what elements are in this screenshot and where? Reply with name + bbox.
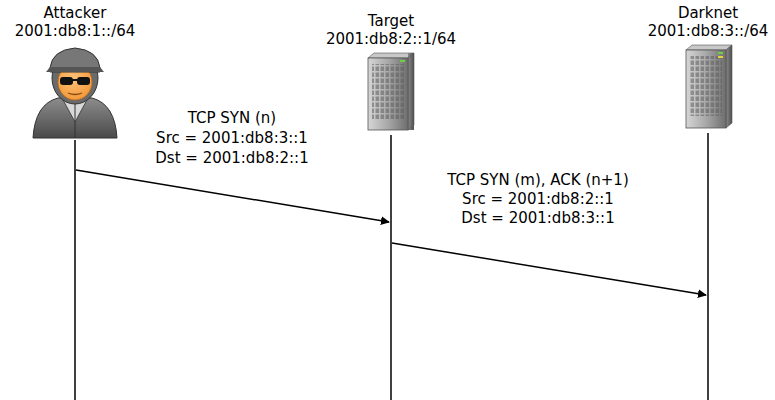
lifeline <box>74 140 76 400</box>
server-icon <box>368 53 414 130</box>
network-address: 2001:db8:3::/64 <box>648 22 769 40</box>
packet-address: Src = 2001:db8:3::1 <box>156 129 308 148</box>
actor-name: Target <box>326 12 456 30</box>
actor-header: Target2001:db8:2::1/64 <box>326 12 456 48</box>
server-icon <box>686 45 732 128</box>
message-arrow <box>392 243 706 295</box>
packet-address: Dst = 2001:db8:2::1 <box>155 149 308 168</box>
lifeline <box>707 133 709 400</box>
message-label: TCP SYN (n) <box>188 109 276 128</box>
actor-header: Attacker2001:db8:1::/64 <box>15 4 136 40</box>
actor-name: Attacker <box>15 4 136 22</box>
network-address: 2001:db8:1::/64 <box>15 22 136 40</box>
network-address: 2001:db8:2::1/64 <box>326 30 456 48</box>
packet-address: Dst = 2001:db8:3::1 <box>461 209 614 228</box>
message-label: TCP SYN (m), ACK (n+1) <box>447 171 629 190</box>
attacker-icon <box>33 48 117 138</box>
message-arrow <box>76 170 389 222</box>
lifeline <box>390 135 392 400</box>
actor-header: Darknet2001:db8:3::/64 <box>648 4 769 40</box>
actor-name: Darknet <box>648 4 769 22</box>
packet-address: Src = 2001:db8:2::1 <box>462 190 614 209</box>
